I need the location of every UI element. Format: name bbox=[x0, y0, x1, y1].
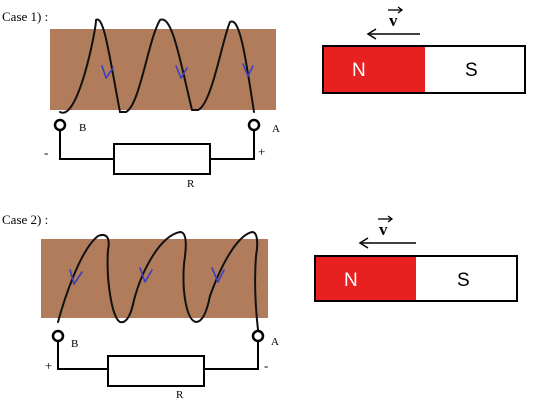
case1-coil bbox=[59, 18, 255, 114]
case2-resistor bbox=[107, 355, 205, 387]
case1-core bbox=[50, 29, 276, 110]
case1-velocity-arrow: v bbox=[366, 6, 420, 40]
case2-core bbox=[41, 239, 268, 318]
case2-sign-left: + bbox=[45, 358, 52, 373]
case2-sign-right: - bbox=[264, 358, 268, 373]
case2-terminal-b-label: B bbox=[71, 338, 78, 350]
case1-terminal-b-label: B bbox=[79, 122, 86, 134]
case2-circuit-wire bbox=[57, 341, 259, 370]
case1-terminal-b bbox=[53, 118, 67, 132]
case2-coil bbox=[57, 230, 259, 331]
case1-sign-left: - bbox=[44, 145, 48, 160]
case1-sign-right: + bbox=[258, 144, 265, 159]
case1-terminal-a-label: A bbox=[272, 123, 280, 135]
case1-resistor bbox=[113, 143, 211, 175]
case1-south-label: S bbox=[465, 60, 478, 81]
case2-terminal-a-label: A bbox=[271, 336, 279, 348]
case2-resistor-label: R bbox=[176, 389, 184, 401]
case2-magnet-north bbox=[315, 256, 416, 301]
case1-magnet-south bbox=[425, 46, 525, 93]
case2-label: Case 2) : bbox=[2, 212, 48, 227]
case1-resistor-label: R bbox=[187, 178, 195, 190]
case2-north-label: N bbox=[344, 270, 358, 291]
case2-magnet-outline bbox=[314, 255, 518, 302]
case1-velocity-label: v bbox=[389, 11, 398, 30]
case1-circuit-wire bbox=[59, 130, 255, 160]
case2-magnet-south bbox=[416, 256, 517, 301]
case2-terminal-b bbox=[51, 329, 65, 343]
case2-velocity-arrow: v bbox=[358, 215, 416, 249]
case2-terminal-a bbox=[251, 329, 265, 343]
case2-velocity-label: v bbox=[379, 220, 388, 239]
case1-terminal-a bbox=[247, 118, 261, 132]
case1-magnet-outline bbox=[322, 45, 526, 94]
case2-south-label: S bbox=[457, 270, 470, 291]
case1-magnet-north bbox=[323, 46, 425, 93]
case1-label: Case 1) : bbox=[2, 9, 48, 24]
case1-group: Case 1) : B A R - + N S bbox=[2, 6, 526, 190]
case1-north-label: N bbox=[352, 60, 366, 81]
case2-group: Case 2) : B A R + - N S bbox=[2, 212, 518, 401]
